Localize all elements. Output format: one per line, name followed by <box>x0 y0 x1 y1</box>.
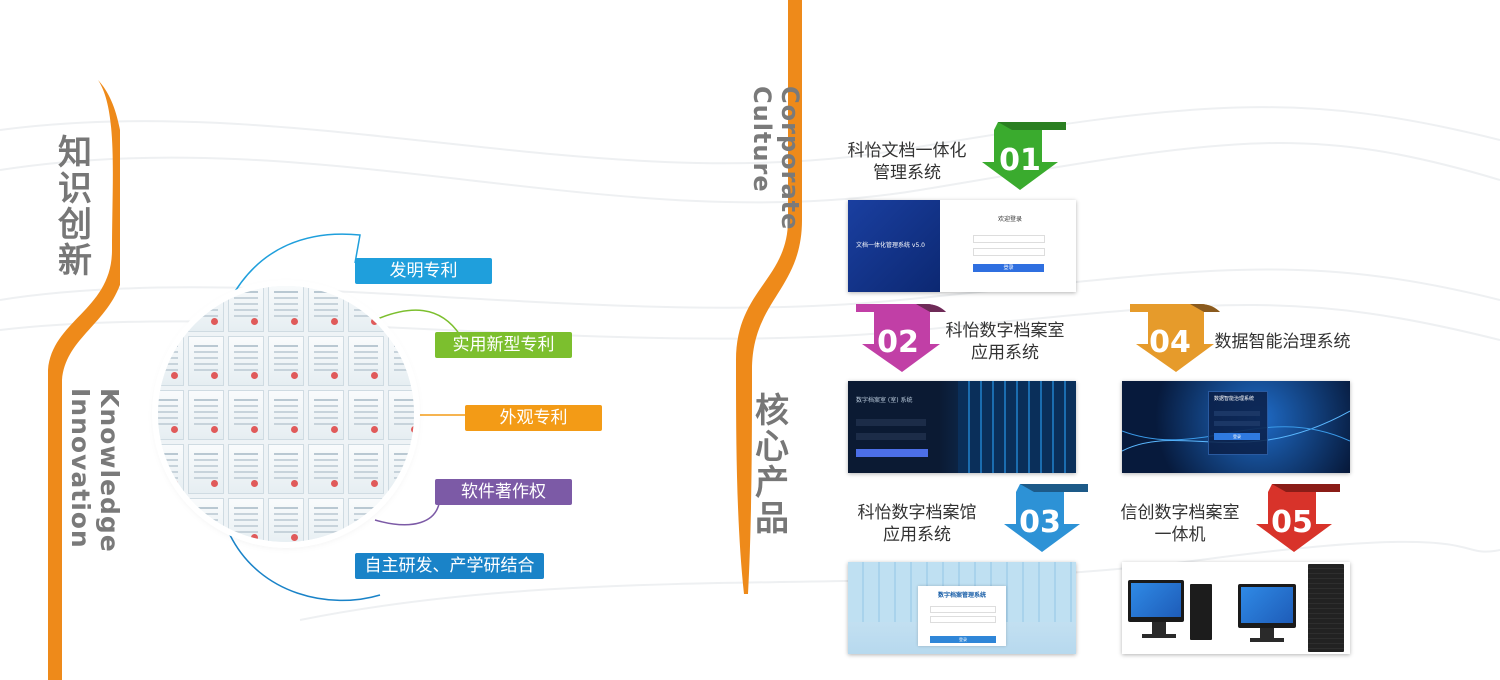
product-05-badge: 05 <box>1256 484 1340 552</box>
tag-invention-patent: 发明专利 <box>355 258 492 284</box>
knowledge-title-cn: 知识创新 <box>58 133 94 281</box>
product-01-screenshot: 文档一体化管理系统 v5.0 欢迎登录 登录 <box>848 200 1076 292</box>
corporate-title-en: Corporate Culture <box>748 86 804 231</box>
svg-text:05: 05 <box>1271 505 1313 540</box>
product-02-name: 科怡数字档案室 应用系统 <box>945 321 1065 363</box>
svg-text:02: 02 <box>877 325 919 360</box>
tag-utility-model-patent: 实用新型专利 <box>435 332 572 358</box>
svg-text:04: 04 <box>1149 325 1191 360</box>
svg-text:01: 01 <box>999 143 1041 178</box>
product-05-name: 信创数字档案室 一体机 <box>1120 503 1240 545</box>
right-orange-ribbon <box>736 0 802 594</box>
product-01-name: 科怡文档一体化 管理系统 <box>847 141 967 183</box>
product-04-screenshot: 数据智能治理系统 登录 <box>1122 381 1350 473</box>
product-04-name: 数据智能治理系统 <box>1214 332 1351 352</box>
tag-design-patent: 外观专利 <box>465 405 602 431</box>
knowledge-title-en: Knowledge Innovation <box>66 388 124 553</box>
patent-certificates-image <box>158 286 414 542</box>
svg-text:03: 03 <box>1019 505 1061 540</box>
products-title-cn: 核心产品 <box>755 391 789 539</box>
product-05-screenshot <box>1122 562 1350 654</box>
product-03-screenshot: 数字档案管理系统 登录 <box>848 562 1076 654</box>
left-orange-ribbon <box>48 80 120 680</box>
product-01-badge: 01 <box>982 122 1066 190</box>
tag-independent-rd: 自主研发、产学研结合 <box>355 553 544 579</box>
product-02-screenshot: 数字档案室 (室) 系统 <box>848 381 1076 473</box>
tag-software-copyright: 软件著作权 <box>435 479 572 505</box>
product-03-name: 科怡数字档案馆 应用系统 <box>857 503 977 545</box>
product-03-badge: 03 <box>1004 484 1088 552</box>
product-04-badge: 04 <box>1130 304 1220 372</box>
product-02-badge: 02 <box>856 304 946 372</box>
